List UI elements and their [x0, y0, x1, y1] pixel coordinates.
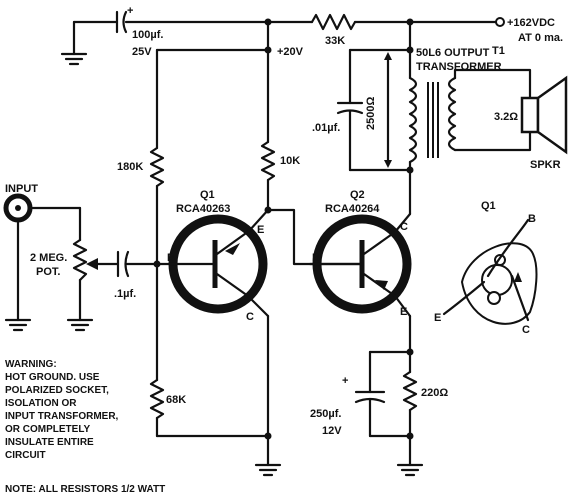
- pinout-e-label: E: [434, 312, 441, 324]
- pinout-c-label: C: [522, 324, 530, 336]
- warning-text: WARNING: HOT GROUND. USE POLARIZED SOCKE…: [5, 359, 119, 461]
- resistor-220: [402, 350, 418, 467]
- q1-base-label: B: [167, 252, 175, 264]
- pinout-b-label: B: [528, 213, 536, 225]
- warning-line: INPUT TRANSFORMER,: [5, 411, 119, 422]
- pot-type-label: POT.: [36, 266, 60, 278]
- resistor-10k: [260, 140, 276, 182]
- ground-symbol-q2: [396, 463, 424, 477]
- ground-symbol-top: [60, 52, 88, 66]
- t1-label: T1: [492, 45, 505, 57]
- node-20v-label: +20V: [277, 46, 304, 58]
- q2-base-label: B: [312, 252, 320, 264]
- res-180k-label: 180K: [117, 161, 143, 173]
- transistor-q2: [308, 212, 412, 318]
- t1-type-label: 50L6 OUTPUT: [416, 47, 490, 59]
- warning-line: ISOLATION OR: [5, 398, 77, 409]
- t1-type2-label: TRANSFORMER: [416, 61, 502, 73]
- res-68k-label: 68K: [166, 394, 186, 406]
- supply-current-label: AT 0 ma.: [518, 32, 563, 44]
- warning-line: POLARIZED SOCKET,: [5, 385, 109, 396]
- q1-label: Q1: [200, 189, 215, 201]
- cap-25v-label: 25V: [132, 46, 152, 58]
- capacitor-250uf: [354, 350, 386, 438]
- cap-100uf-label: 100µf.: [132, 29, 163, 41]
- cap-plus-label: +: [127, 5, 133, 17]
- warning-line: WARNING:: [5, 359, 57, 370]
- res-220-label: 220Ω: [421, 387, 448, 399]
- capacitor-001uf: [336, 48, 364, 172]
- input-filter-capacitor: [72, 10, 314, 56]
- transistor-q1: [155, 208, 270, 318]
- pinout-q1-label: Q1: [481, 200, 496, 212]
- speaker: [520, 75, 568, 155]
- res-10k-label: 10K: [280, 155, 300, 167]
- q2-collector-label: C: [400, 221, 408, 233]
- input-jack: [3, 193, 82, 322]
- q2-type-label: RCA40264: [325, 203, 380, 215]
- q1-type-label: RCA40263: [176, 203, 230, 215]
- resistor-180k: [149, 146, 165, 188]
- cap-1uf-label: .1µf.: [114, 288, 136, 300]
- speaker-impedance-label: 3.2Ω: [494, 111, 518, 123]
- supply-voltage-label: +162VDC: [507, 17, 555, 29]
- resistor-68k: [149, 378, 165, 420]
- transistor-pinout-drawing: [442, 218, 538, 325]
- note-text: NOTE: ALL RESISTORS 1/2 WATT: [5, 484, 165, 495]
- cap-250-plus-label: +: [342, 375, 348, 387]
- output-transformer: [408, 68, 532, 172]
- warning-line: HOT GROUND. USE: [5, 372, 100, 383]
- warning-line: INSULATE ENTIRE: [5, 437, 94, 448]
- potentiometer-2meg: [72, 206, 120, 322]
- primary-impedance-label: 2500Ω: [365, 97, 377, 130]
- q1-emitter-label: E: [257, 224, 264, 236]
- res-33k-label: 33K: [325, 35, 345, 47]
- q1-collector-label: C: [246, 311, 254, 323]
- coupling-capacitor-01uf: [116, 250, 159, 278]
- cap-250-voltage-label: 12V: [322, 425, 342, 437]
- cap-001uf-label: .01µf.: [312, 122, 340, 134]
- warning-line: OR COMPLETELY: [5, 424, 91, 435]
- resistor-33k: [310, 13, 505, 31]
- pot-value-label: 2 MEG.: [30, 252, 67, 264]
- input-label: INPUT: [5, 183, 38, 195]
- ground-symbol-input: [4, 318, 32, 332]
- ground-symbol-pot: [66, 318, 94, 332]
- q2-emitter-label: E: [400, 306, 407, 318]
- cap-250uf-label: 250µf.: [310, 408, 341, 420]
- warning-line: CIRCUIT: [5, 450, 46, 461]
- q2-label: Q2: [350, 189, 365, 201]
- ground-symbol-q1: [254, 463, 282, 477]
- speaker-label: SPKR: [530, 159, 561, 171]
